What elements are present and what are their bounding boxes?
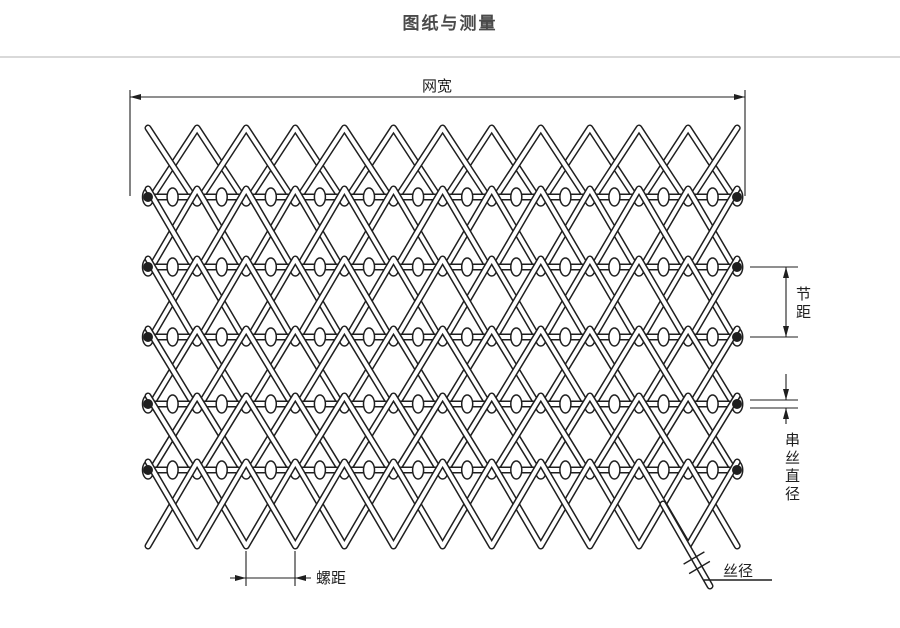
spiral-loop (411, 394, 425, 414)
spiral-loop (657, 257, 670, 277)
spiral-loop (460, 460, 474, 480)
spiral-loop (608, 187, 621, 207)
spiral-loop (510, 460, 523, 480)
extended-wire-leg-core (661, 502, 712, 588)
spiral-loop (559, 460, 572, 480)
page-header: 图纸与测量 (0, 0, 900, 34)
label-spiral-pitch: 螺距 (316, 569, 346, 587)
label-mesh-width: 网宽 (422, 77, 452, 95)
page-title: 图纸与测量 (402, 14, 498, 34)
spiral-wire-zigzag-core (146, 126, 740, 205)
spiral-loop (215, 460, 228, 480)
spiral-loop (706, 327, 719, 347)
label-pitch: 节距 (794, 286, 812, 322)
spiral-loop (510, 257, 523, 277)
spiral-loop (215, 327, 228, 347)
spiral-loop (706, 394, 719, 414)
spiral-loop (510, 394, 523, 414)
arrowhead (783, 267, 789, 278)
spiral-loop (559, 187, 572, 207)
spiral-loop (411, 257, 425, 277)
spiral-loop (362, 327, 376, 347)
arrowhead (235, 575, 246, 581)
spiral-wire-zigzag-core (146, 394, 740, 478)
spiral-wire-zigzag-core (146, 257, 740, 345)
spiral-loop (608, 394, 621, 414)
spiral-wire-zigzag-core (146, 327, 740, 412)
spiral-loop (264, 394, 278, 414)
arrowhead (130, 94, 141, 100)
rod-end-dot (143, 262, 153, 272)
spiral-loop (362, 460, 376, 480)
spiral-loop (657, 460, 670, 480)
arrowhead (734, 94, 745, 100)
spiral-loop (608, 257, 621, 277)
spiral-loop (264, 257, 278, 277)
arrowhead (783, 389, 789, 400)
spiral-loop (215, 257, 228, 277)
dimension-labels: 网宽 节距 串丝直径 螺距 丝径 (316, 77, 812, 587)
spiral-loop (313, 257, 327, 277)
spiral-loop (657, 327, 670, 347)
spiral-loop (215, 394, 228, 414)
spiral-loop (166, 327, 179, 347)
rod-end-dot (732, 399, 742, 409)
spiral-loop (411, 460, 425, 480)
arrowhead (783, 408, 789, 419)
spiral-loop (313, 327, 327, 347)
wire-diameter-tick (683, 551, 705, 565)
spiral-loop (411, 327, 425, 347)
spiral-loop (657, 187, 670, 207)
spiral-loop (559, 394, 572, 414)
rod-end-dot (143, 465, 153, 475)
spiral-loop (166, 257, 179, 277)
arrowhead (783, 326, 789, 337)
wire-diameter-tick (688, 560, 711, 575)
rod-end-dot (143, 332, 153, 342)
spiral-loop (657, 394, 670, 414)
spiral-wire-zigzag-core (146, 460, 740, 548)
spiral-loop (313, 394, 327, 414)
label-cross-wire-diameter: 串丝直径 (783, 432, 801, 504)
rod-end-dot (143, 192, 153, 202)
rod-end-dot (732, 332, 742, 342)
spiral-loop (460, 257, 474, 277)
spiral-loop (166, 394, 179, 414)
spiral-loop (362, 257, 376, 277)
spiral-loop (608, 460, 621, 480)
spiral-loop (510, 187, 523, 207)
spiral-wire-zigzag-core (146, 187, 740, 275)
spiral-loop (559, 327, 572, 347)
arrowhead (295, 575, 306, 581)
header-divider (0, 56, 900, 58)
spiral-loop (313, 187, 327, 207)
spiral-loop (411, 187, 425, 207)
spiral-loop (264, 327, 278, 347)
rod-end-dot (732, 192, 742, 202)
spiral-loop (362, 394, 376, 414)
spiral-loop (362, 187, 376, 207)
spiral-loop (460, 327, 474, 347)
spiral-loop (706, 257, 719, 277)
spiral-loop (460, 187, 474, 207)
spiral-loop (166, 187, 179, 207)
spiral-loop (166, 460, 179, 480)
spiral-loop (264, 460, 278, 480)
spiral-loop (313, 460, 327, 480)
spiral-loop (559, 257, 572, 277)
rod-end-dot (143, 399, 153, 409)
spiral-loop (460, 394, 474, 414)
rod-end-dot (732, 262, 742, 272)
label-wire-diameter: 丝径 (723, 562, 753, 580)
spiral-loop (264, 187, 278, 207)
spiral-loop (706, 187, 719, 207)
rod-end-dot (732, 465, 742, 475)
spiral-loop (706, 460, 719, 480)
spiral-loop (608, 327, 621, 347)
mesh-geometry (129, 90, 798, 590)
spiral-loop (215, 187, 228, 207)
spiral-wire-zigzag-core (146, 460, 740, 548)
spiral-loop (510, 327, 523, 347)
